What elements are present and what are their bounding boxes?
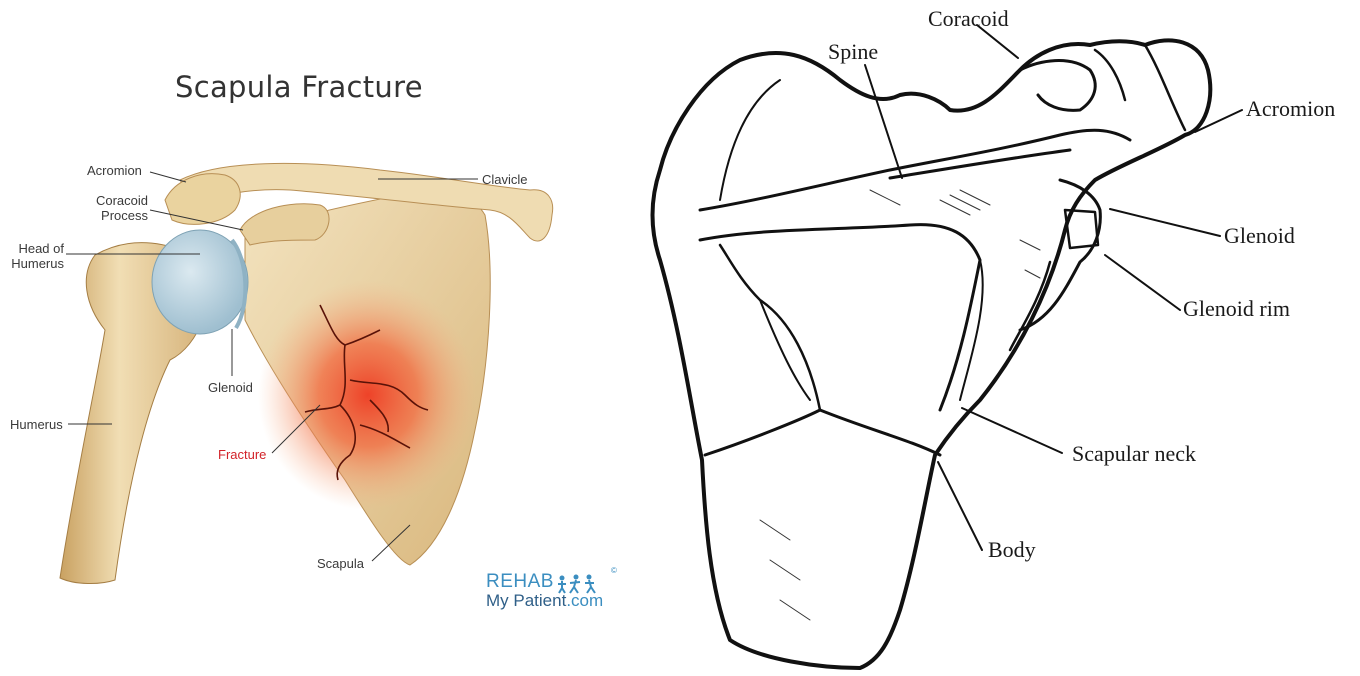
label-spine: Spine (828, 39, 878, 65)
label-coracoid: Coracoid (928, 6, 1009, 32)
coracoid-process (240, 204, 329, 245)
acromion-bone (1145, 45, 1185, 130)
label-humerus: Humerus (10, 417, 63, 432)
scapula-line-drawing: Coracoid Spine Acromion Glenoid Glenoid … (640, 0, 1360, 676)
rehab-my-patient-logo: REHAB My Patient.com © (486, 572, 603, 610)
label-glenoid-right: Glenoid (1224, 223, 1295, 249)
leader-lines (865, 25, 1242, 550)
acromion-bone (165, 174, 240, 225)
label-glenoid-rim: Glenoid rim (1183, 296, 1290, 322)
coracoid-bone (1020, 61, 1095, 111)
label-body: Body (988, 537, 1036, 563)
label-acromion-right: Acromion (1246, 96, 1335, 122)
logo-copyright: © (611, 566, 617, 575)
label-clavicle: Clavicle (482, 172, 528, 187)
scapula-outline (653, 40, 1211, 668)
label-glenoid: Glenoid (208, 380, 253, 395)
logo-mypatient-text: My Patient.com (486, 592, 603, 610)
fracture-glow (258, 280, 478, 510)
spine-ridge (700, 130, 1130, 210)
illustration-title: Scapula Fracture (175, 70, 423, 104)
label-scapular-neck: Scapular neck (1072, 441, 1196, 467)
label-fracture: Fracture (218, 447, 266, 462)
label-acromion: Acromion (87, 163, 142, 178)
logo-rehab-text: REHAB (486, 572, 603, 592)
label-scapula: Scapula (317, 556, 364, 571)
body-plate (700, 225, 980, 410)
